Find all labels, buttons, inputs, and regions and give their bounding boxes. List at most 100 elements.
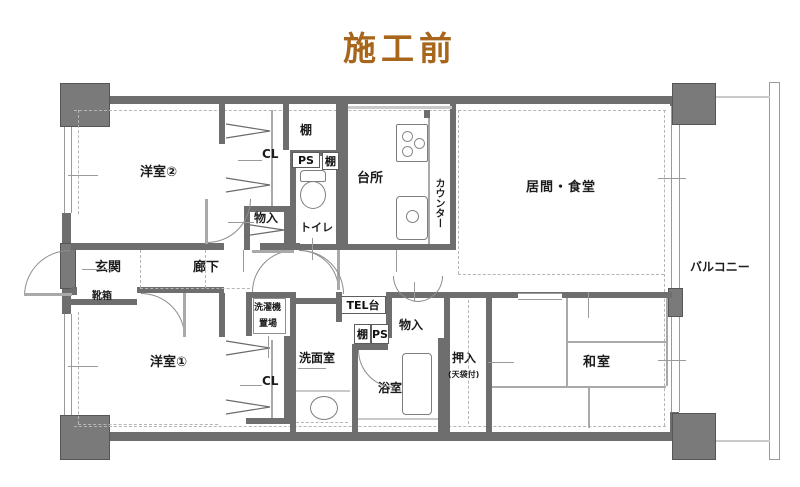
wall-cl-bottom-base (246, 418, 290, 424)
living-inner-outline-bottom (458, 274, 664, 275)
tatami-line-h2 (492, 386, 666, 388)
dim-tick-washitsu-top (588, 292, 589, 318)
wall-getabako-bottom (71, 299, 137, 305)
room-label-senmen: 洗面室 (299, 351, 336, 365)
wall-washitsu-top (486, 292, 672, 298)
room-label-kitchen: 台所 (357, 171, 384, 186)
wall-toilet-left (290, 152, 296, 250)
label-cl-bottom: CL (262, 374, 279, 388)
door-leaf-toilet (337, 250, 340, 290)
oshiire-inner-line (468, 300, 469, 424)
kitchen-sink-drain (406, 210, 419, 223)
dim-tick-kitchen-bottom (396, 250, 397, 272)
genkan-dimension-tick (82, 269, 114, 270)
dim-tick-monoire-top (228, 222, 254, 223)
label-cl-top: CL (262, 147, 279, 161)
door-leaf-yoshitsu2 (205, 199, 208, 244)
balcony-bottom-edge (712, 440, 770, 442)
closet-door-chevron-bottom-a (226, 339, 272, 357)
pillar-bottom-right (672, 413, 716, 460)
label-washer-1: 洗濯機 (254, 303, 282, 313)
wall-cl-bottom-right (284, 336, 290, 422)
wall-kitchen-bottom (342, 244, 456, 250)
room-label-balcony: バルコニー (690, 260, 750, 274)
pillar-bottom-left (60, 415, 110, 460)
inner-outline-left-b (78, 312, 79, 424)
door-swing-yokushitsu (358, 350, 396, 388)
exterior-wall-top (62, 96, 679, 104)
balcony-rail (769, 82, 780, 460)
rouka-dash-a (205, 250, 206, 288)
label-tana-mid: 棚 (322, 152, 339, 170)
closet-door-chevron-monoire (244, 222, 286, 238)
dim-tick-corridor (243, 250, 244, 272)
dim-tick-toilet (312, 238, 313, 260)
wall-yokushitsu-top (352, 344, 388, 350)
dim-tick-cl-bottom (240, 385, 262, 386)
wall-yoshitsu1-top-a (137, 287, 224, 293)
dim-tick-washer (268, 336, 269, 358)
wall-tel-left (336, 292, 342, 322)
door-swing-monoire-mid-right (417, 276, 443, 302)
wall-toilet-bottom (290, 244, 342, 250)
yokushitsu-floor-edge (358, 418, 438, 420)
closet-line-cl-top (271, 110, 273, 212)
dim-tick-balcony-upper (658, 178, 686, 179)
tatami-line-h1 (566, 341, 666, 343)
rouka-dash-h (140, 288, 250, 289)
label-monoire-top: 物入 (254, 211, 279, 225)
balcony-top-edge (712, 96, 770, 98)
wall-kitchen-right (450, 104, 456, 250)
label-washer-2: 置場 (259, 319, 278, 329)
wall-senmen-left (290, 304, 296, 434)
yoshitsu1-bottom-dash (78, 424, 218, 425)
kitchen-counter-edge-top (348, 106, 452, 109)
wall-oshiire-left (444, 292, 450, 434)
window-yoshitsu2 (64, 114, 72, 213)
door-leaf-yoshitsu1 (183, 293, 186, 337)
living-inner-outline-left (458, 110, 459, 274)
room-label-genkan: 玄関 (95, 260, 122, 275)
wall-monoire-mid-left (386, 292, 392, 338)
tatami-line-v2 (666, 298, 668, 386)
label-oshiire-note: (天袋付) (448, 370, 480, 379)
wall-toilet-right (336, 150, 342, 250)
wall-corridor-top-right (260, 243, 300, 250)
dim-tick-oshiire (488, 362, 514, 363)
bathtub (402, 353, 432, 415)
balcony-window-upper (671, 106, 680, 288)
inner-outline-bottom (74, 426, 666, 427)
room-label-rouka: 廊下 (193, 260, 220, 275)
tatami-line-v3 (588, 386, 590, 428)
door-leaf-corridor-senmen (252, 250, 294, 253)
wall-getabako-left (71, 287, 77, 295)
label-tana-top: 棚 (300, 123, 313, 137)
dim-tick-yoshitsu2-window (68, 175, 98, 176)
wall-senmen-top (290, 298, 342, 304)
page-title: 施工前 (343, 29, 457, 68)
door-swing-yoshitsu1 (141, 293, 185, 337)
pillar-top-right (672, 83, 716, 125)
senmen-floor-dash (296, 422, 348, 423)
room-label-yoshitsu2: 洋室② (140, 165, 178, 180)
stove-burner-3 (402, 146, 413, 157)
wall-yoshitsu1-right (219, 293, 225, 337)
label-counter: カウンター (433, 178, 444, 228)
room-label-toilet: トイレ (300, 221, 333, 234)
wall-monoire-left (244, 206, 250, 250)
dim-tick-monoire-mid (414, 282, 415, 302)
door-swing-genkan (24, 250, 70, 296)
pillar-top-left (60, 83, 110, 127)
washbasin-counter (296, 390, 350, 392)
toilet-bowl (300, 181, 326, 209)
label-getabako: 靴箱 (92, 291, 112, 302)
closet-line-cl-bottom (271, 340, 273, 418)
exterior-wall-bottom (62, 432, 679, 441)
stove-burner-2 (414, 138, 425, 149)
counter-line (428, 116, 430, 244)
balcony-window-lower (671, 314, 680, 412)
dim-tick-cl-top (238, 160, 262, 161)
label-tel-dai: TEL台 (340, 296, 386, 314)
washbasin (310, 396, 338, 420)
